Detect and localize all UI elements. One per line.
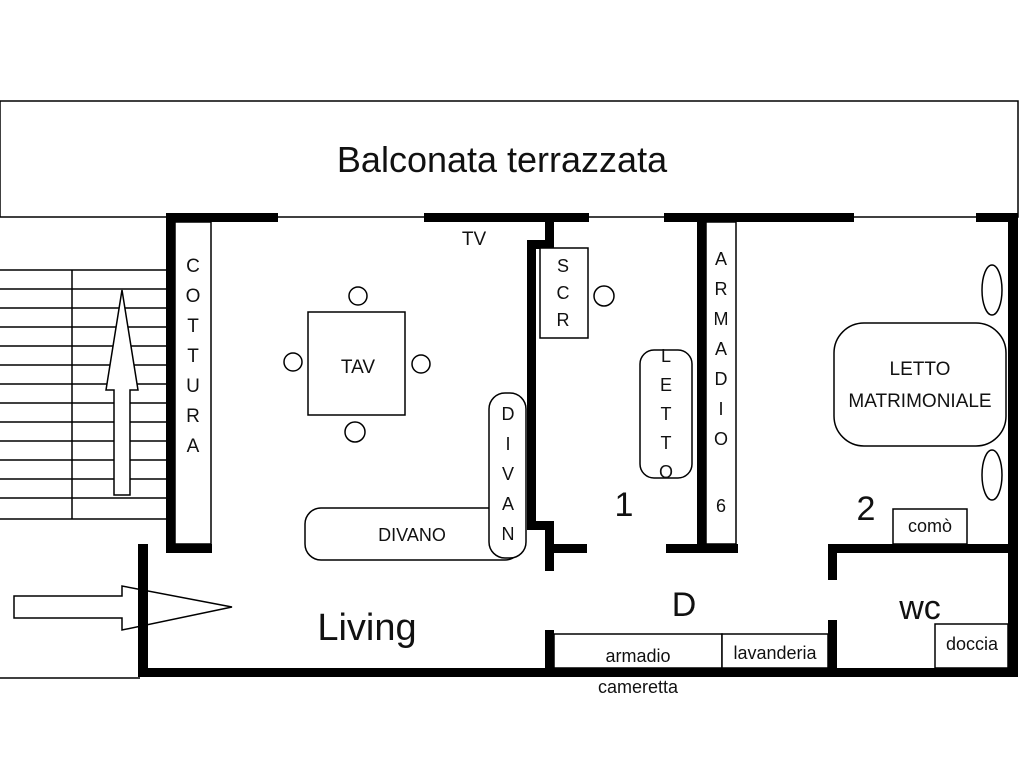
double-bed-label-line1: LETTO bbox=[890, 359, 951, 380]
bedside-table-icon bbox=[981, 449, 1003, 501]
living-label: Living bbox=[317, 607, 416, 649]
cooking-counter bbox=[174, 221, 212, 545]
walls bbox=[138, 213, 1018, 677]
double-bed-label-line2: MATRIMONIALE bbox=[848, 391, 991, 412]
double-bed bbox=[833, 322, 1007, 447]
chair-icon bbox=[348, 286, 368, 306]
chair-icon bbox=[593, 285, 615, 307]
shower-label: doccia bbox=[946, 634, 999, 654]
wardrobe bbox=[705, 221, 737, 545]
small-room-label: cameretta bbox=[598, 677, 679, 697]
sofa-label: DIVANO bbox=[378, 525, 446, 545]
dresser bbox=[892, 508, 968, 545]
tv-label: TV bbox=[462, 229, 487, 250]
room-1-label: 1 bbox=[615, 486, 634, 524]
single-bed bbox=[639, 349, 693, 479]
wc-label: wc bbox=[898, 589, 941, 627]
desk bbox=[539, 247, 589, 339]
dresser-label: comò bbox=[908, 516, 952, 536]
chair-icon bbox=[411, 354, 431, 374]
small-wardrobe-label: armadio bbox=[605, 646, 670, 666]
bedside-table-icon bbox=[981, 264, 1003, 316]
sofa-vertical bbox=[488, 392, 527, 559]
dining-table bbox=[307, 311, 406, 416]
staircase-icon bbox=[0, 269, 168, 520]
chair-icon bbox=[344, 421, 366, 443]
up-arrow-icon bbox=[105, 289, 139, 496]
dining-table-label: TAV bbox=[341, 357, 375, 378]
wardrobe-number: 6 bbox=[716, 496, 726, 516]
room-2-label: 2 bbox=[857, 490, 876, 528]
small-wardrobe bbox=[553, 633, 723, 669]
laundry-label: lavanderia bbox=[733, 643, 817, 663]
right-arrow-icon bbox=[13, 585, 233, 631]
laundry bbox=[721, 633, 829, 669]
chair-icon bbox=[283, 352, 303, 372]
balcony-label: Balconata terrazzata bbox=[337, 139, 668, 180]
shower bbox=[934, 623, 1009, 669]
corridor-label: D bbox=[672, 586, 697, 624]
